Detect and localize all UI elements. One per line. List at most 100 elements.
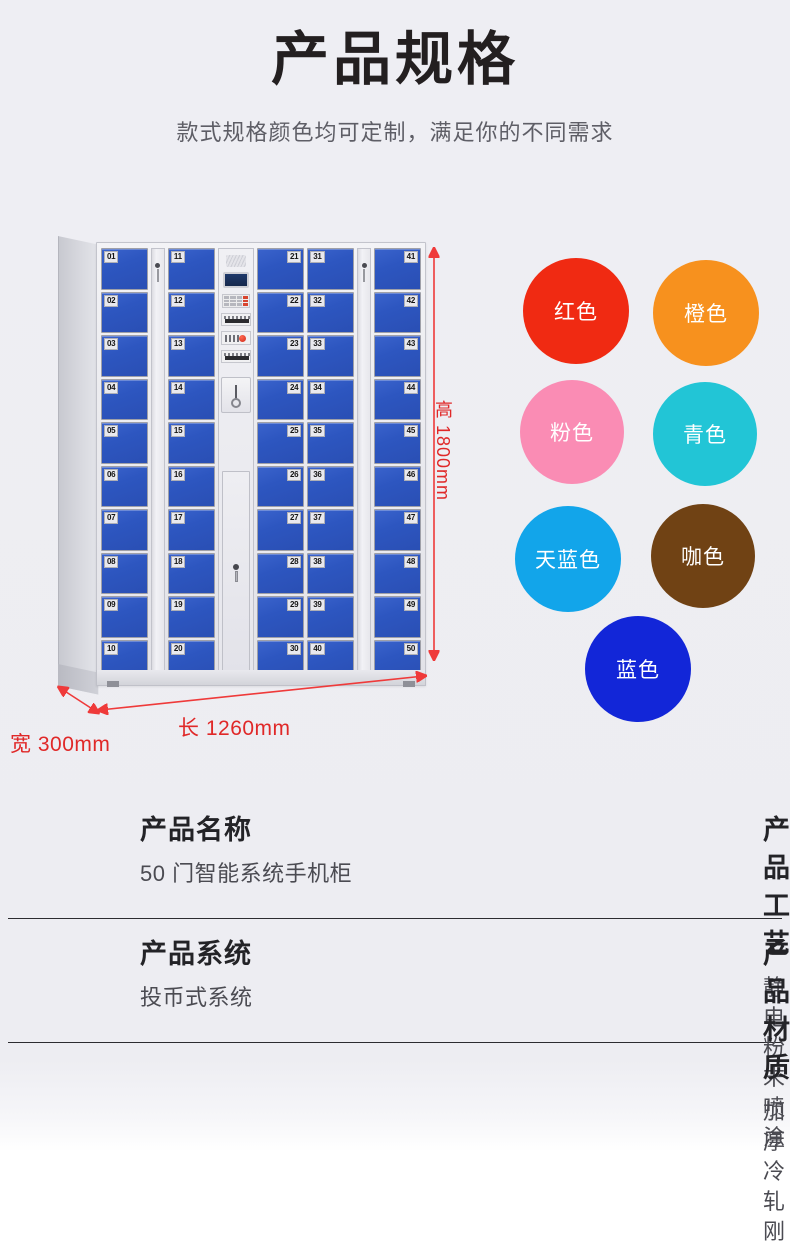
locker-door-number: 22 xyxy=(286,294,302,307)
locker-door-29[interactable]: 29 xyxy=(257,596,305,638)
locker-door-06[interactable]: 06 xyxy=(101,465,148,507)
locker-door-12[interactable]: 12 xyxy=(167,291,215,333)
keypad[interactable] xyxy=(222,294,251,308)
locker-door-number: 25 xyxy=(286,425,302,437)
locker-door-43[interactable]: 43 xyxy=(374,335,421,377)
locker-door-09[interactable]: 09 xyxy=(101,596,148,638)
locker-door-03[interactable]: 03 xyxy=(101,335,148,377)
locker-door-34[interactable]: 34 xyxy=(307,378,355,420)
locker-door-05[interactable]: 05 xyxy=(101,422,148,464)
color-swatch-6[interactable]: 咖色 xyxy=(651,504,755,608)
locker-door-39[interactable]: 39 xyxy=(307,596,355,638)
locker-door-48[interactable]: 48 xyxy=(374,552,421,594)
locker-door-number: 40 xyxy=(310,642,325,655)
panel-button-row[interactable] xyxy=(221,331,252,345)
locker-door-23[interactable]: 23 xyxy=(257,335,305,377)
locker-door-01[interactable]: 01 xyxy=(101,248,148,290)
spec-cell-product-process: 产品工艺 静电粉末喷涂 xyxy=(395,795,790,1150)
locker-door-41[interactable]: 41 xyxy=(374,248,421,290)
spec-value: 静电粉末喷涂 xyxy=(763,975,786,1150)
locker-door-number: 32 xyxy=(310,294,325,307)
color-swatch-1[interactable]: 红色 xyxy=(523,258,629,364)
coin-slot[interactable] xyxy=(221,377,252,413)
color-swatch-4[interactable]: 青色 xyxy=(653,382,757,486)
locker-door-02[interactable]: 02 xyxy=(101,291,148,333)
locker-door-number: 33 xyxy=(310,338,325,350)
lock-strip-left xyxy=(150,248,165,681)
locker-door-number: 04 xyxy=(104,381,119,394)
locker-door-33[interactable]: 33 xyxy=(307,335,355,377)
locker-door-25[interactable]: 25 xyxy=(257,422,305,464)
locker-door-45[interactable]: 45 xyxy=(374,422,421,464)
locker-door-08[interactable]: 08 xyxy=(101,552,148,594)
locker-door-number: 19 xyxy=(170,599,186,611)
keypad-key xyxy=(236,303,242,306)
locker-door-number: 37 xyxy=(310,512,325,524)
page-subtitle: 款式规格颜色均可定制，满足你的不同需求 xyxy=(176,120,614,145)
locker-door-number: 18 xyxy=(170,555,186,568)
locker-door-26[interactable]: 26 xyxy=(257,465,305,507)
locker-door-42[interactable]: 42 xyxy=(374,291,421,333)
locker-door-number: 30 xyxy=(286,642,302,655)
locker-door-14[interactable]: 14 xyxy=(167,378,215,420)
lcd-screen xyxy=(223,272,250,288)
color-swatch-label: 青色 xyxy=(683,424,727,447)
keypad-key xyxy=(230,296,236,299)
locker-door-number: 43 xyxy=(403,338,418,350)
locker-door-number: 27 xyxy=(286,512,302,524)
locker-door-number: 26 xyxy=(286,468,302,481)
locker-door-22[interactable]: 22 xyxy=(257,291,305,333)
locker-door-number: 45 xyxy=(403,425,418,437)
locker-door-19[interactable]: 19 xyxy=(167,596,215,638)
locker-door-number: 07 xyxy=(104,512,119,524)
locker-door-number: 47 xyxy=(403,512,418,524)
locker-door-44[interactable]: 44 xyxy=(374,378,421,420)
color-swatch-5[interactable]: 天蓝色 xyxy=(515,506,621,612)
spec-key: 产品材质 xyxy=(763,939,790,1083)
locker-door-49[interactable]: 49 xyxy=(374,596,421,638)
locker-door-13[interactable]: 13 xyxy=(167,335,215,377)
locker-door-04[interactable]: 04 xyxy=(101,378,148,420)
spec-key: 产品系统 xyxy=(140,939,252,969)
service-door[interactable] xyxy=(221,471,251,676)
locker-door-15[interactable]: 15 xyxy=(167,422,215,464)
page-header: 产品规格 款式规格颜色均可定制，满足你的不同需求 xyxy=(0,0,790,148)
locker-door-11[interactable]: 11 xyxy=(167,248,215,290)
keypad-key xyxy=(242,299,249,303)
color-swatch-2[interactable]: 橙色 xyxy=(653,260,759,366)
locker-door-number: 42 xyxy=(403,294,418,307)
locker-door-number: 02 xyxy=(104,294,119,307)
locker-door-number: 16 xyxy=(170,468,186,481)
keypad-key xyxy=(224,299,230,303)
locker-door-46[interactable]: 46 xyxy=(374,465,421,507)
spec-row: 产品系统 投币式系统 产品材质 加厚冷轧刚 xyxy=(8,919,790,1244)
locker-door-number: 09 xyxy=(104,599,119,611)
locker-door-31[interactable]: 31 xyxy=(307,248,355,290)
locker-door-28[interactable]: 28 xyxy=(257,552,305,594)
color-swatch-7[interactable]: 蓝色 xyxy=(585,616,691,722)
locker-door-number: 15 xyxy=(170,425,186,437)
locker-door-number: 48 xyxy=(403,555,418,568)
locker-door-21[interactable]: 21 xyxy=(257,248,305,290)
locker-door-27[interactable]: 27 xyxy=(257,509,305,551)
color-swatch-label: 咖色 xyxy=(681,546,725,569)
locker-door-number: 10 xyxy=(104,642,119,655)
color-options: 红色橙色粉色 青色天蓝色 咖色蓝色 xyxy=(505,258,790,722)
locker-door-16[interactable]: 16 xyxy=(167,465,215,507)
locker-door-47[interactable]: 47 xyxy=(374,509,421,551)
locker-door-38[interactable]: 38 xyxy=(307,552,355,594)
locker-door-32[interactable]: 32 xyxy=(307,291,355,333)
locker-door-37[interactable]: 37 xyxy=(307,509,355,551)
spec-table: 产品名称 50 门智能系统手机柜 产品工艺 静电粉末喷涂 产品系统 投币式系统 … xyxy=(0,795,790,1244)
locker-door-36[interactable]: 36 xyxy=(307,465,355,507)
locker-door-07[interactable]: 07 xyxy=(101,509,148,551)
locker-door-24[interactable]: 24 xyxy=(257,378,305,420)
locker-door-35[interactable]: 35 xyxy=(307,422,355,464)
color-swatch-3[interactable]: 粉色 xyxy=(520,380,624,484)
locker-door-18[interactable]: 18 xyxy=(167,552,215,594)
locker-door-17[interactable]: 17 xyxy=(167,509,215,551)
dimension-depth-label: 宽 300mm xyxy=(10,733,111,756)
